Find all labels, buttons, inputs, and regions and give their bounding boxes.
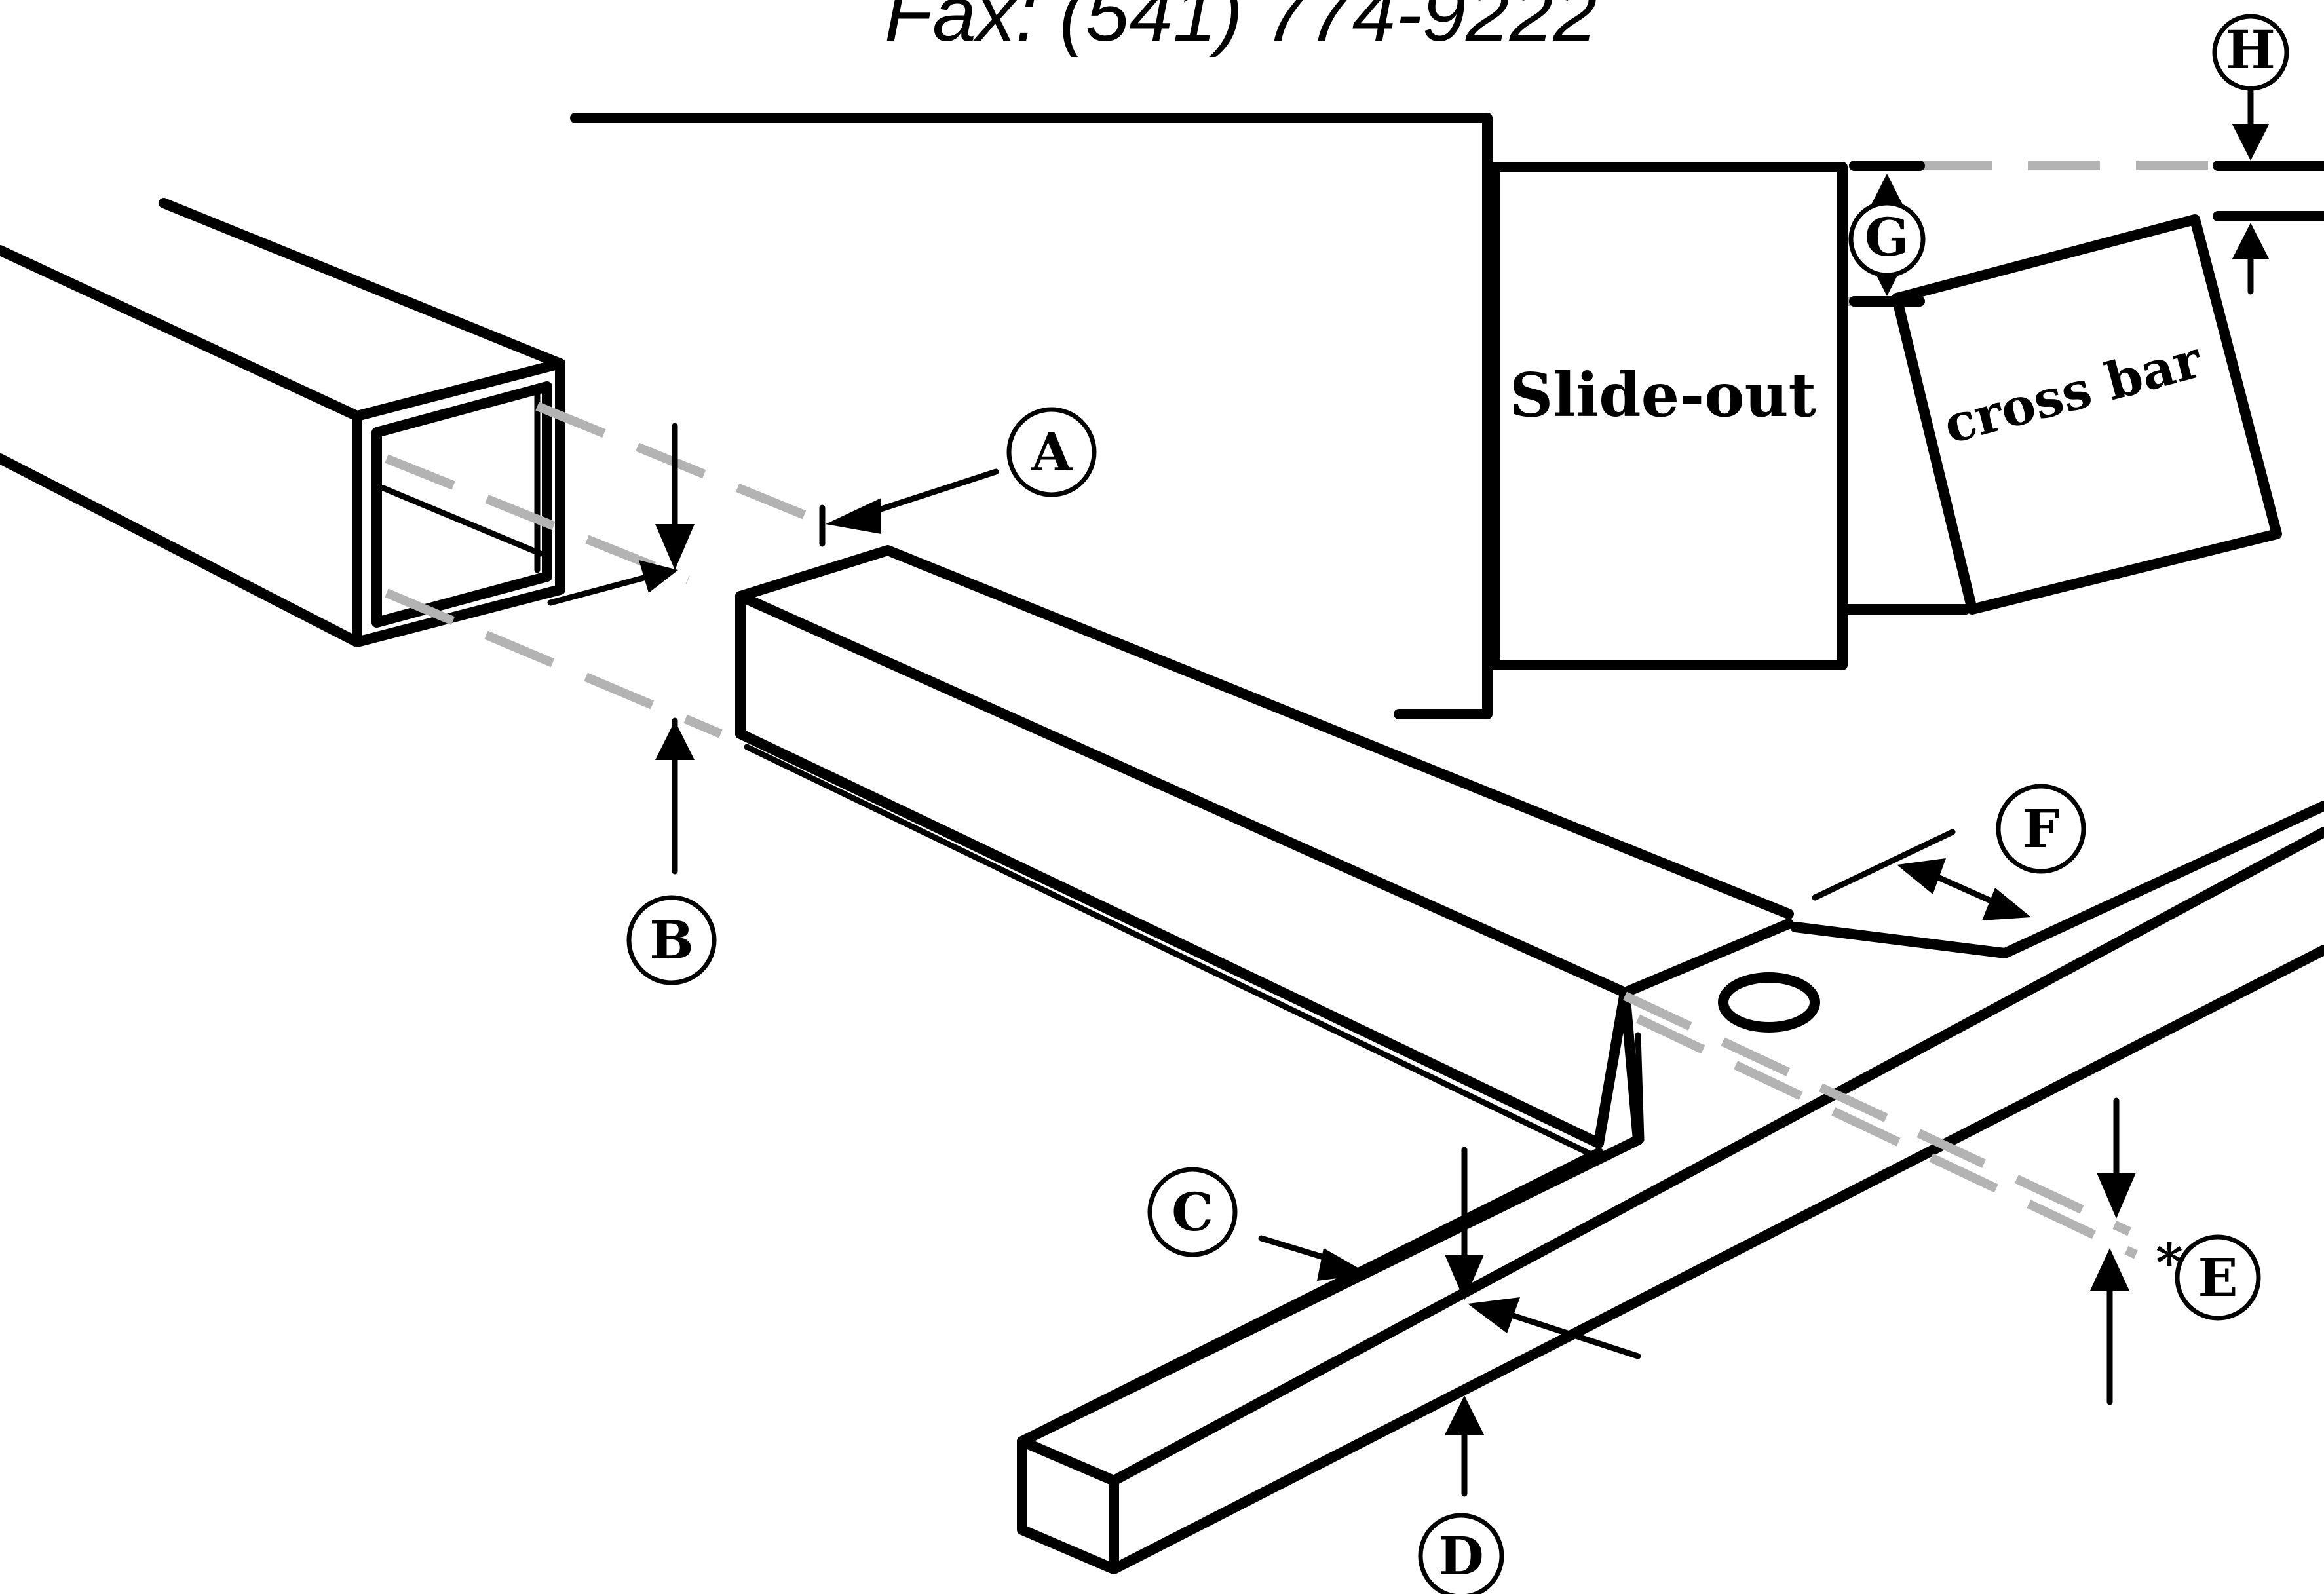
svg-text:D: D xyxy=(1438,1525,1483,1587)
svg-text:A: A xyxy=(1031,421,1073,483)
rail-bar xyxy=(1017,827,2324,1574)
svg-text:G: G xyxy=(1865,206,1909,268)
cross-bar xyxy=(1892,214,2282,615)
dimension-ab xyxy=(547,423,695,875)
slide-out-label: Slide-out xyxy=(1510,360,1817,430)
frame-channel xyxy=(735,545,2324,1160)
slide-out-wall xyxy=(570,113,1971,719)
callout-b: B xyxy=(626,895,717,985)
fax-number: Fax: (541) 774-9222 xyxy=(885,0,1597,58)
callout-a: A xyxy=(819,407,1097,547)
callout-h: H xyxy=(2212,14,2324,295)
callout-e: * E xyxy=(2090,1097,2261,1405)
svg-text:F: F xyxy=(2023,798,2060,860)
callout-d: D xyxy=(1418,1513,1504,1594)
cross-bar-label: cross bar xyxy=(1937,330,2208,455)
square-tube xyxy=(0,198,565,647)
dashed-reference-lines xyxy=(385,161,2215,1259)
svg-text:H: H xyxy=(2226,19,2276,81)
svg-text:E: E xyxy=(2198,1247,2238,1308)
svg-text:C: C xyxy=(1172,1181,1213,1243)
dimension-cd xyxy=(1445,1147,1641,1497)
callout-g: G xyxy=(1848,161,1926,307)
svg-text:B: B xyxy=(649,909,694,971)
callout-f: F xyxy=(1812,784,2086,920)
callout-c: C xyxy=(1147,1167,1369,1281)
bolt-hole xyxy=(1718,972,1820,1033)
